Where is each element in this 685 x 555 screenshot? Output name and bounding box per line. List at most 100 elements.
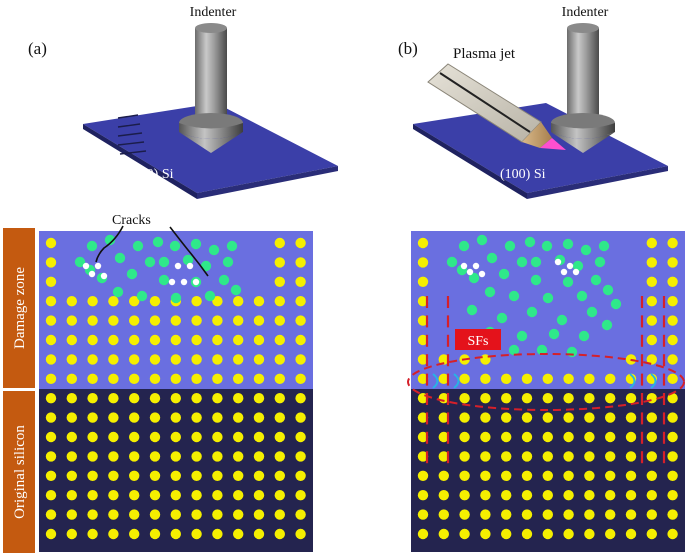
amorphous-atom [524,236,536,248]
crystal-atom [646,509,657,520]
damage-zone-region-b [411,231,685,389]
crystal-atom [625,528,637,540]
crystal-atom [233,509,244,520]
crystal-atom [501,528,512,540]
crystal-atom [295,276,306,287]
amorphous-atom [572,260,584,272]
amorphous-atom [516,256,528,268]
amorphous-atom [222,256,234,268]
crystal-atom [233,373,244,384]
crystal-atom [459,393,470,404]
crystal-atom [87,509,98,520]
crystal-atom [233,431,244,443]
vacancy-site [88,270,96,278]
lattice-a: Cracks [39,213,313,552]
amorphous-atom [556,314,568,326]
amorphous-atom [218,274,230,286]
side-bar: Damage zone Original silicon [3,228,35,553]
crystal-atom [605,470,616,481]
crystal-atom [191,334,202,346]
amorphous-atom [458,240,470,252]
crystal-atom [87,412,98,423]
crystal-atom [295,257,306,268]
crystal-atom [108,490,119,501]
crystal-atom [480,470,491,481]
crystal-atom [667,373,678,384]
crystal-atom [274,451,285,462]
amorphous-atom [580,244,592,256]
amorphous-atom [466,304,478,316]
amorphous-atom [152,236,164,248]
crystal-atom [45,509,57,520]
crystal-atom [45,276,57,287]
cracks-label: Cracks [112,213,151,228]
crystal-atom [563,451,574,462]
sf-label-box [455,329,501,350]
amorphous-atom [204,290,216,302]
amorphous-atom [516,330,528,342]
amorphous-atom [590,274,602,286]
crystal-atom [295,354,306,365]
crystal-atom [459,373,470,384]
crystal-atom [521,470,533,481]
crystal-atom [191,373,202,384]
crystal-atom [563,509,574,520]
vacancy-site [572,268,580,276]
crystal-atom [191,354,202,365]
crystal-atom [417,431,429,443]
crystal-atom [501,373,512,384]
panel-label-b: (b) [398,39,418,58]
crystal-atom [66,373,78,384]
crystal-atom [212,393,223,404]
crystal-atom [667,393,678,404]
crystal-atom [149,490,161,501]
amorphous-atom [144,256,156,268]
crystal-atom [87,354,98,365]
crystal-atom [417,490,429,501]
crystal-atom [584,470,595,481]
crystal-atom [501,393,512,404]
crystal-atom [563,470,574,481]
crystal-atom [438,470,449,481]
crystal-atom [191,451,202,462]
crystal-atom [584,393,595,404]
crystal-atom [417,334,429,346]
crystal-atom [646,470,657,481]
crystal-atom [295,334,306,346]
crystal-atom [191,431,202,443]
crystal-atom [295,509,306,520]
crystal-atom [480,412,491,423]
crystal-atom [87,451,98,462]
crystal-atom [563,393,574,404]
crystal-atom [501,431,512,443]
crystal-atom [170,451,181,462]
crystal-atom [45,237,57,249]
crystal-atom [108,354,119,365]
damage-zone-bar [3,228,35,388]
crystal-atom [417,373,429,384]
crystal-atom [438,373,449,384]
crystal-atom [646,237,657,249]
panel-a-illustration: Indenter (a) (100) Si [28,5,338,199]
crystal-atom [542,451,553,462]
crystal-atom [87,315,98,326]
crystal-atom [542,393,553,404]
crystal-atom [667,451,678,462]
crystal-atom [542,490,553,501]
crystal-atom [149,393,161,404]
stacking-fault-region [407,353,685,411]
crystal-atom [274,509,285,520]
crystal-atom [521,528,533,540]
crystal-atom [274,431,285,443]
amorphous-atom [530,274,542,286]
crystal-atom [212,451,223,462]
crystal-atom [212,412,223,423]
crystal-atom [87,470,98,481]
crystal-atom [646,412,657,423]
crystal-atom [170,431,181,443]
crystal-atom [295,373,306,384]
silicon-substrate-b [413,103,668,199]
crystal-atom [45,431,57,443]
plasma-jet-nozzle [427,63,566,150]
amorphous-atom [114,252,126,264]
